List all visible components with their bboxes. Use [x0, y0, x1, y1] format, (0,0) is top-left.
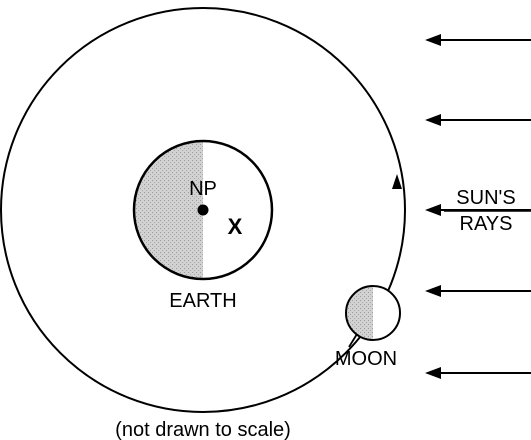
- scale-note: (not drawn to scale): [115, 419, 291, 440]
- moon-night-side: [346, 286, 373, 340]
- left-arrow-icon: [425, 34, 531, 46]
- left-arrow-icon: [425, 114, 531, 126]
- moon-label: MOON: [335, 348, 397, 370]
- earth-label: EARTH: [169, 290, 236, 312]
- earth: [134, 141, 272, 279]
- moon: [346, 286, 400, 347]
- north-pole-dot: [198, 205, 209, 216]
- orbit-direction-arrowhead-icon: [392, 174, 402, 189]
- suns-rays-label-line1: SUN'S: [456, 187, 515, 209]
- earth-night-side: [134, 141, 203, 279]
- left-arrow-icon: [425, 367, 531, 379]
- north-pole-label: NP: [189, 178, 217, 200]
- left-arrow-icon: [425, 285, 531, 297]
- point-x-label: X: [228, 214, 243, 239]
- suns-rays-label-line2: RAYS: [460, 213, 513, 235]
